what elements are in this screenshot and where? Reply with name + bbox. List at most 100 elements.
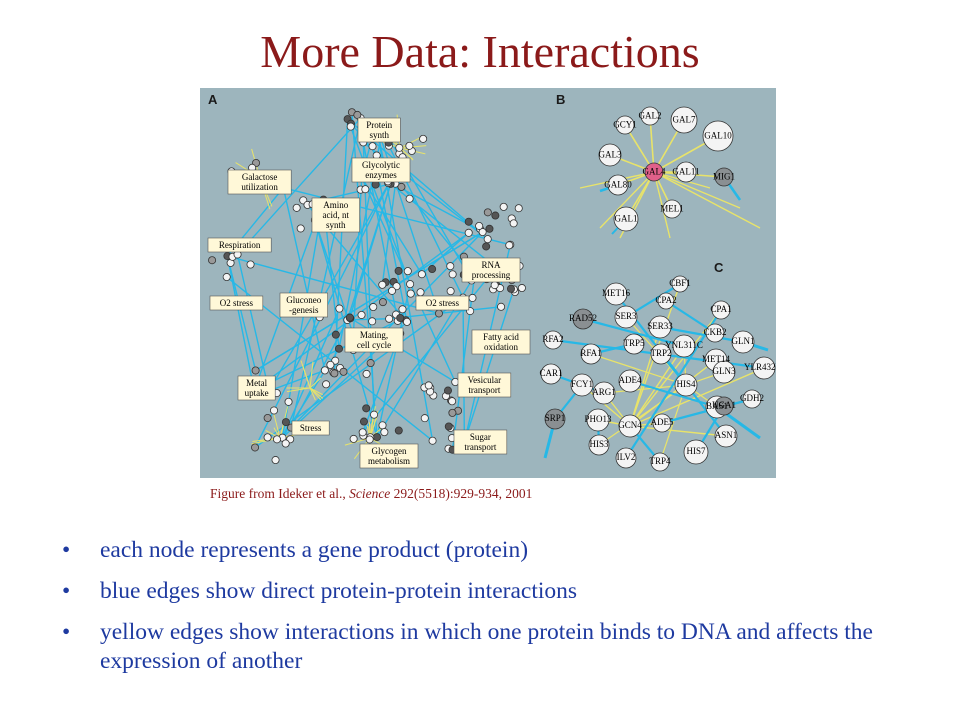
gene-label: GAL10 bbox=[704, 131, 732, 141]
module-label: Glycolytic bbox=[362, 160, 400, 170]
protein-node bbox=[398, 305, 407, 314]
yellow-edge bbox=[286, 387, 311, 393]
protein-node bbox=[331, 330, 340, 339]
protein-node bbox=[246, 260, 255, 269]
gene-label: TRP5 bbox=[623, 338, 645, 348]
yellow-edge bbox=[590, 353, 687, 386]
protein-node bbox=[366, 359, 375, 368]
protein-node bbox=[464, 228, 473, 237]
gene-label: TRP4 bbox=[649, 456, 671, 466]
module-label-box bbox=[291, 420, 330, 436]
protein-node bbox=[657, 292, 675, 310]
protein-node bbox=[320, 366, 329, 375]
protein-node bbox=[544, 408, 566, 430]
protein-node bbox=[615, 115, 635, 135]
gene-label: GCN4 bbox=[618, 420, 642, 430]
module-label-box bbox=[209, 295, 264, 311]
protein-node bbox=[448, 270, 457, 279]
protein-node bbox=[731, 330, 755, 354]
protein-node bbox=[640, 106, 660, 126]
blue-edge bbox=[451, 275, 476, 450]
protein-node bbox=[446, 262, 455, 271]
protein-node bbox=[598, 143, 622, 167]
gene-label: HIS4 bbox=[676, 379, 696, 389]
protein-node bbox=[483, 235, 492, 244]
protein-node bbox=[507, 284, 516, 293]
blue-edge bbox=[665, 300, 716, 334]
protein-node bbox=[702, 120, 734, 152]
protein-node bbox=[444, 422, 453, 431]
protein-node bbox=[397, 182, 406, 191]
gene-label: HIS3 bbox=[589, 439, 609, 449]
protein-node bbox=[263, 414, 272, 423]
protein-node bbox=[385, 314, 394, 323]
protein-node bbox=[284, 397, 293, 406]
protein-node bbox=[362, 369, 371, 378]
blue-edge bbox=[582, 317, 685, 348]
network-diagram: ProteinsynthGlycolyticenzymesGalactoseut… bbox=[200, 88, 776, 478]
protein-node bbox=[448, 408, 457, 417]
protein-node bbox=[416, 288, 425, 297]
module-label: Sugar bbox=[470, 432, 491, 442]
blue-edge bbox=[268, 369, 326, 392]
module-label-box bbox=[351, 157, 411, 183]
gene-label: GAL3 bbox=[599, 150, 622, 160]
protein-node bbox=[604, 282, 628, 306]
gene-label: ILV2 bbox=[617, 452, 636, 462]
protein-node bbox=[334, 344, 343, 353]
protein-node bbox=[607, 174, 629, 196]
protein-node bbox=[752, 356, 776, 380]
protein-node bbox=[614, 305, 638, 329]
protein-node bbox=[714, 167, 734, 187]
yellow-edge bbox=[629, 309, 722, 427]
yellow-edge bbox=[599, 171, 655, 229]
blue-edge bbox=[268, 178, 392, 392]
module-label: Vesicular bbox=[468, 375, 502, 385]
protein-node bbox=[396, 313, 405, 322]
panel-letter-b: B bbox=[556, 92, 565, 107]
protein-node bbox=[330, 369, 339, 378]
protein-node bbox=[380, 428, 389, 437]
module-label-box bbox=[453, 429, 508, 455]
protein-node bbox=[742, 389, 762, 409]
yellow-edge bbox=[598, 384, 687, 446]
gene-label: SER33 bbox=[647, 321, 673, 331]
protein-node bbox=[644, 162, 664, 182]
protein-node bbox=[272, 435, 281, 444]
blue-edge bbox=[375, 123, 440, 314]
gene-label: GCY1 bbox=[613, 120, 637, 130]
protein-node bbox=[485, 224, 494, 233]
protein-node bbox=[428, 436, 437, 445]
protein-node bbox=[281, 418, 290, 427]
protein-node bbox=[388, 286, 397, 295]
gene-label: ARG1 bbox=[592, 387, 616, 397]
gene-label: CPA1 bbox=[710, 304, 731, 314]
module-label: RNA bbox=[481, 260, 501, 270]
gene-label: BAS1 bbox=[706, 401, 728, 411]
gene-label: GAL7 bbox=[673, 115, 696, 125]
bullet-item: each node represents a gene product (pro… bbox=[62, 536, 922, 565]
protein-node bbox=[365, 435, 374, 444]
module-label: Stress bbox=[300, 423, 322, 433]
protein-node bbox=[251, 443, 260, 452]
blue-edge bbox=[346, 118, 411, 285]
module-label: synth bbox=[369, 130, 389, 140]
protein-node bbox=[346, 122, 355, 131]
protein-node bbox=[443, 386, 452, 395]
protein-node bbox=[448, 397, 457, 406]
module-label-box bbox=[207, 237, 272, 253]
gene-label: UGA1 bbox=[712, 400, 736, 410]
module-label: cell cycle bbox=[357, 340, 391, 350]
protein-node bbox=[281, 439, 290, 448]
module-label-box bbox=[237, 375, 276, 401]
protein-node bbox=[490, 281, 499, 290]
protein-node bbox=[491, 211, 500, 220]
yellow-edge bbox=[629, 345, 685, 427]
blue-edge bbox=[346, 183, 392, 321]
blue-edge bbox=[255, 231, 483, 372]
gene-label: YLR432W bbox=[744, 362, 776, 372]
protein-node bbox=[650, 452, 670, 472]
gene-label: GAL80 bbox=[604, 180, 632, 190]
yellow-edge bbox=[653, 171, 761, 229]
protein-node bbox=[403, 267, 412, 276]
